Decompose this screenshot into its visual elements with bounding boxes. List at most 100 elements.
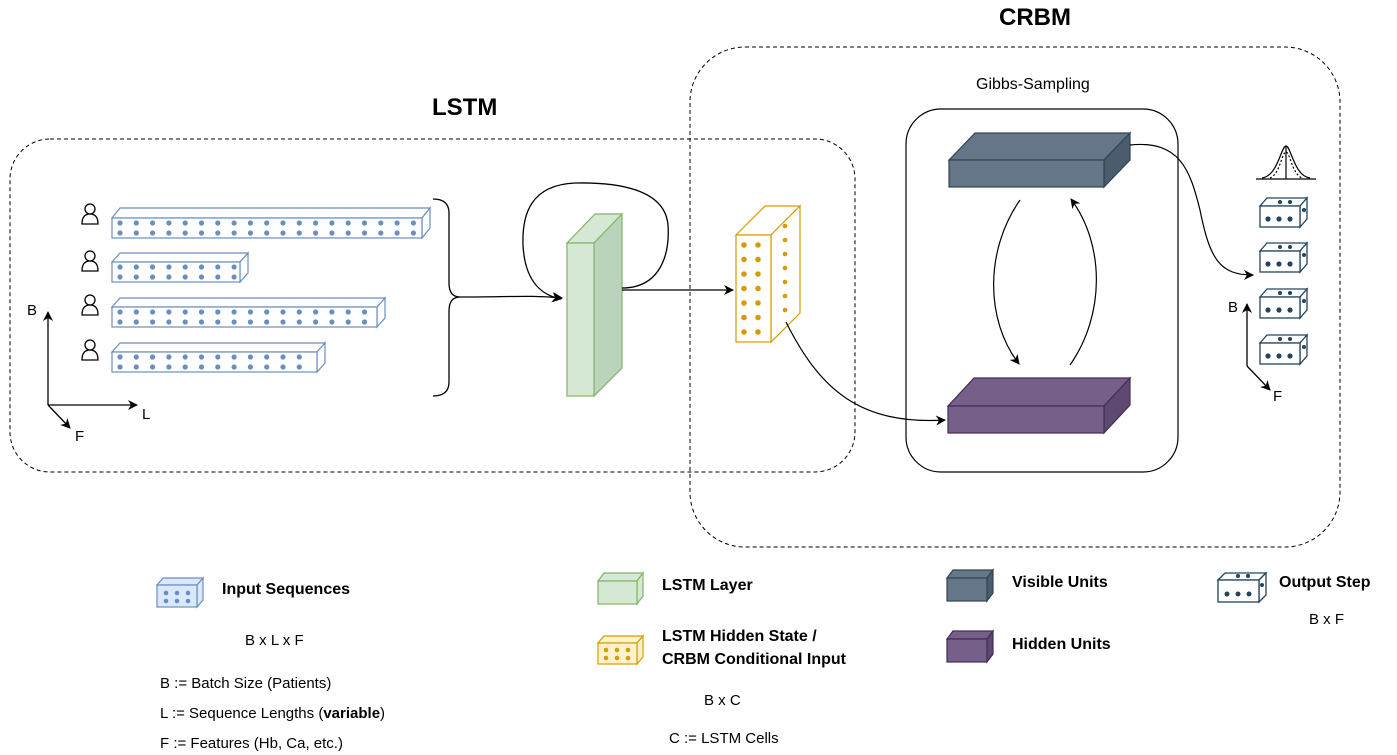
dot bbox=[117, 319, 123, 325]
dot bbox=[215, 354, 221, 360]
visible-units-block bbox=[947, 131, 1132, 189]
dot bbox=[166, 364, 172, 370]
dot bbox=[1288, 200, 1292, 204]
dot bbox=[133, 354, 139, 360]
dot bbox=[741, 242, 747, 248]
output-step-cube bbox=[1258, 287, 1309, 320]
hidden-units-block bbox=[946, 376, 1132, 435]
input-sequence-bar bbox=[110, 206, 432, 240]
dot bbox=[741, 285, 747, 292]
dot bbox=[247, 230, 253, 236]
dot bbox=[247, 309, 253, 315]
crbm-title: CRBM bbox=[999, 4, 1071, 31]
dot bbox=[117, 220, 123, 226]
lstm-title: LSTM bbox=[432, 94, 498, 121]
dot bbox=[410, 220, 416, 226]
dot bbox=[329, 220, 335, 226]
dot bbox=[755, 242, 761, 248]
legend-hidden-units-icon bbox=[945, 629, 995, 664]
input-to-lstm-arrow bbox=[459, 292, 563, 303]
output-axes bbox=[1242, 303, 1271, 391]
visible-to-output-arrow bbox=[1129, 143, 1254, 280]
dot bbox=[296, 230, 302, 236]
dot bbox=[198, 309, 205, 315]
input-sequence-bar bbox=[110, 251, 250, 284]
dot bbox=[1288, 337, 1292, 341]
axis-label-l: L bbox=[142, 406, 151, 423]
dot bbox=[264, 220, 270, 226]
dot bbox=[280, 220, 286, 226]
dot bbox=[1276, 261, 1282, 267]
dot bbox=[198, 274, 205, 280]
legend-hidden-state-icon bbox=[596, 634, 645, 666]
legend-input-sequences-label: Input Sequences bbox=[222, 581, 351, 598]
dot bbox=[296, 319, 302, 325]
legend-lstm-icon bbox=[596, 571, 645, 606]
legend-def-b: B := Batch Size (Patients) bbox=[160, 675, 332, 692]
patient-icon bbox=[81, 339, 99, 361]
legend-def-l: L := Sequence Lengths (variable) bbox=[160, 705, 386, 722]
dot bbox=[280, 354, 286, 360]
dot bbox=[296, 364, 302, 370]
dot bbox=[182, 319, 188, 325]
dot bbox=[117, 230, 123, 236]
dot bbox=[231, 220, 237, 226]
dot bbox=[755, 314, 761, 321]
dot bbox=[182, 274, 188, 280]
legend-output-dims: B x F bbox=[1309, 611, 1345, 628]
dot bbox=[215, 319, 221, 325]
axis-label-f: F bbox=[75, 428, 85, 445]
dot bbox=[1287, 261, 1293, 267]
dot bbox=[1265, 307, 1271, 313]
dot bbox=[361, 230, 368, 236]
legend-def-c: C := LSTM Cells bbox=[669, 730, 779, 747]
dot bbox=[166, 309, 172, 315]
legend-input-dims: B x L x F bbox=[245, 632, 304, 649]
dot bbox=[280, 364, 286, 370]
legend-output-step-label: Output Step bbox=[1279, 574, 1371, 591]
dot bbox=[117, 354, 123, 360]
dot bbox=[182, 309, 188, 315]
legend-hidden-state-label-2: CRBM Conditional Input bbox=[662, 651, 846, 668]
dot bbox=[231, 309, 237, 315]
dot bbox=[741, 329, 747, 335]
gibbs-down-arrow bbox=[993, 199, 1021, 365]
output-step-dots bbox=[1265, 200, 1306, 222]
dot bbox=[1302, 253, 1306, 257]
dot bbox=[133, 264, 139, 270]
dot bbox=[782, 223, 788, 229]
dot bbox=[1288, 291, 1292, 295]
batch-brace bbox=[432, 198, 461, 397]
dot bbox=[150, 364, 156, 370]
input-axes bbox=[43, 311, 138, 429]
legend-visible-units-icon bbox=[945, 568, 995, 603]
dot bbox=[394, 230, 400, 236]
dot bbox=[198, 230, 205, 236]
patient-icon bbox=[81, 203, 99, 225]
dot bbox=[215, 264, 221, 270]
dot bbox=[215, 220, 221, 226]
dot bbox=[264, 364, 270, 370]
hidden-state-dots bbox=[741, 223, 788, 335]
dot bbox=[1265, 216, 1271, 222]
dot bbox=[166, 230, 172, 236]
dot bbox=[1278, 245, 1282, 249]
dot bbox=[150, 230, 156, 236]
output-step-dots bbox=[1265, 337, 1306, 359]
dot bbox=[150, 319, 156, 325]
dot bbox=[782, 265, 788, 271]
dot bbox=[1287, 353, 1293, 359]
dot bbox=[296, 309, 302, 315]
gaussian-distribution-icon bbox=[1256, 145, 1316, 180]
dot bbox=[755, 256, 761, 263]
dot bbox=[1265, 261, 1271, 267]
dot bbox=[741, 300, 747, 306]
dot bbox=[361, 319, 368, 325]
dot bbox=[378, 220, 384, 226]
dot bbox=[166, 354, 172, 360]
dot bbox=[361, 309, 368, 315]
dot bbox=[1276, 216, 1282, 222]
dot bbox=[782, 293, 788, 299]
dot bbox=[378, 230, 384, 236]
